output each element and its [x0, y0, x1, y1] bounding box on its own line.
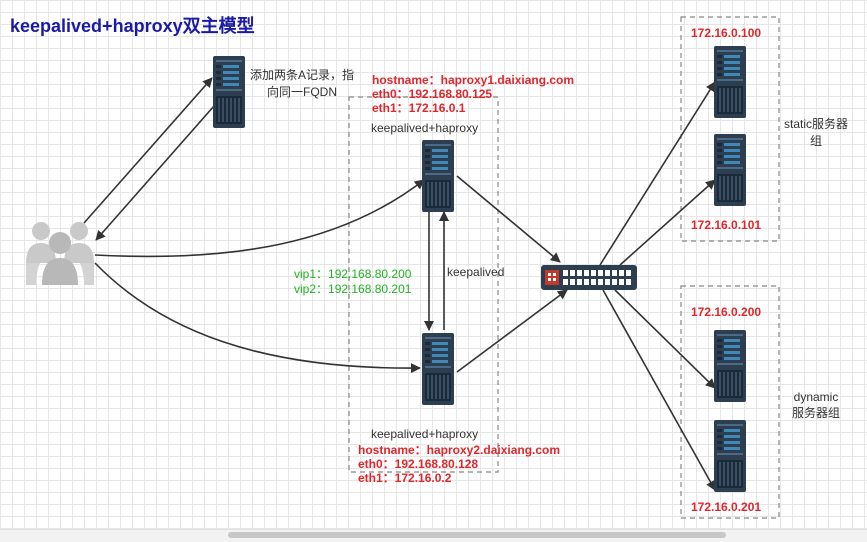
connector-users-to-dns [83, 77, 213, 224]
connector-switch-to-dynamic1 [614, 289, 716, 389]
connector-haproxy2-to-switch [456, 289, 568, 373]
dns-note-line1: 添加两条A记录，指 [249, 68, 354, 82]
diagram-title: keepalived+haproxy双主模型 [10, 16, 255, 36]
switch-icon [541, 265, 637, 290]
users-icon [26, 222, 94, 285]
static-group-label-line2: 组 [809, 134, 822, 148]
static-group-label-line1: static服务器 [783, 117, 848, 131]
connector-switch-to-static2 [619, 179, 716, 266]
haproxy2-server-icon [422, 333, 454, 405]
horizontal-scrollbar-thumb[interactable] [228, 532, 726, 538]
static-server-2-icon [714, 134, 746, 206]
keepalived-link-label: keepalived [447, 265, 505, 279]
dynamic-group-label-line1: dynamic [793, 390, 839, 404]
haproxy2-hostname: hostname：haproxy2.daixiang.com [358, 443, 561, 457]
dynamic-server-2-ip: 172.16.0.201 [691, 500, 762, 514]
ha-cluster-box [348, 96, 499, 473]
haproxy2-eth0: eth0：192.168.80.128 [358, 457, 479, 471]
connector-switch-to-dynamic2 [602, 289, 716, 491]
haproxy1-hostname: hostname：haproxy1.daixiang.com [372, 73, 575, 87]
dns-server-icon [213, 56, 245, 128]
dynamic-group-label-line2: 服务器组 [791, 406, 840, 420]
dns-note-line2: 向同一FQDN [267, 85, 337, 99]
static-group-label: static服务器 组 [776, 115, 856, 149]
haproxy1-server-icon [422, 140, 454, 212]
static-group-box [680, 16, 780, 242]
haproxy1-label: keepalived+haproxy [371, 121, 479, 135]
dynamic-server-1-icon [714, 330, 746, 402]
haproxy2-eth1: eth1：172.16.0.2 [358, 471, 452, 485]
haproxy2-label: keepalived+haproxy [371, 427, 479, 441]
connector-users-to-haproxy2 [94, 262, 421, 374]
haproxy1-eth0: eth0：192.168.80.125 [372, 87, 493, 101]
static-server-2-ip: 172.16.0.101 [691, 218, 762, 232]
static-server-1-ip: 172.16.0.100 [691, 26, 762, 40]
dynamic-server-2-icon [714, 420, 746, 492]
connector-users-to-haproxy1 [94, 179, 425, 258]
dynamic-group-box [680, 285, 780, 519]
vip2-label: vip2：192.168.80.201 [294, 282, 412, 296]
dynamic-group-label: dynamic 服务器组 [776, 390, 856, 421]
vip1-label: vip1：192.168.80.200 [294, 267, 412, 281]
haproxy1-eth1: eth1：172.16.0.1 [372, 101, 466, 115]
connector-haproxy1-to-switch [456, 175, 561, 263]
dns-note: 添加两条A记录，指 向同一FQDN [247, 66, 357, 100]
connector-dns-to-users [95, 105, 215, 241]
static-server-1-icon [714, 46, 746, 118]
connector-switch-to-static1 [599, 81, 716, 266]
dynamic-server-1-ip: 172.16.0.200 [691, 305, 762, 319]
